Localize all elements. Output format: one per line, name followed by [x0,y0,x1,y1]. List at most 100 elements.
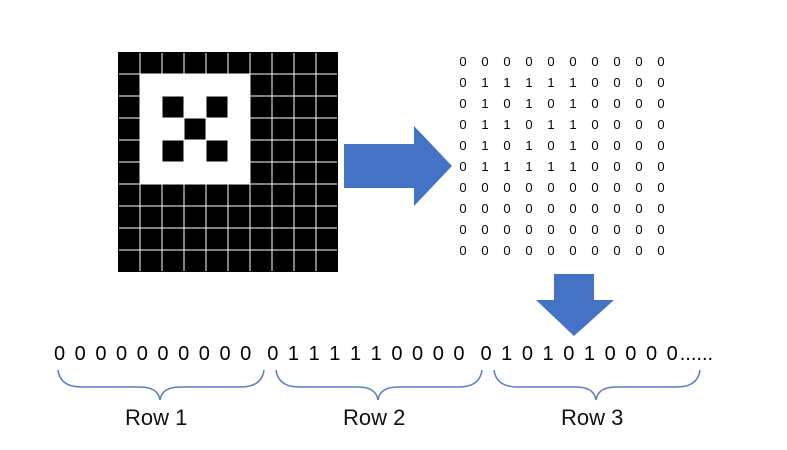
matrix-cell: 0 [591,201,599,216]
matrix-cell: 0 [503,96,511,111]
matrix-cell: 0 [635,222,643,237]
matrix-cell: 0 [525,201,533,216]
matrix-cell: 0 [613,75,621,90]
matrix-cell: 0 [459,75,467,90]
matrix-cell: 0 [503,243,511,258]
matrix-cell: 0 [613,54,621,69]
matrix-cell: 1 [525,159,533,174]
matrix-cell: 1 [547,159,555,174]
matrix-cell: 0 [525,243,533,258]
matrix-cell: 0 [591,138,599,153]
row2-brace [275,369,483,401]
matrix-cell: 0 [613,96,621,111]
matrix-cell: 0 [657,201,665,216]
matrix-cell: 0 [569,180,577,195]
matrix-cell: 0 [591,243,599,258]
matrix-cell: 0 [657,222,665,237]
matrix-cell: 1 [525,138,533,153]
matrix-cell: 1 [503,117,511,132]
matrix-cell: 0 [613,138,621,153]
matrix-cell: 1 [569,75,577,90]
matrix-cell: 0 [459,180,467,195]
matrix-cell: 0 [503,180,511,195]
matrix-cell: 0 [525,117,533,132]
matrix-cell: 0 [591,117,599,132]
pixel-grid-border [118,52,338,272]
matrix-cell: 1 [481,75,489,90]
matrix-cell: 0 [547,138,555,153]
matrix-cell: 0 [525,222,533,237]
matrix-cell: 0 [613,201,621,216]
matrix-cell: 0 [459,117,467,132]
matrix-cell: 0 [569,201,577,216]
pixel-image-grid [118,52,338,272]
matrix-cell: 1 [569,117,577,132]
pixel-cell [315,249,338,272]
continuation-ellipsis: ...... [679,343,714,365]
matrix-cell: 1 [569,96,577,111]
matrix-cell: 0 [591,159,599,174]
matrix-cell: 0 [481,222,489,237]
matrix-cell: 1 [481,159,489,174]
right-arrow-icon [344,126,452,206]
matrix-cell: 0 [481,243,489,258]
matrix-cell: 1 [503,75,511,90]
matrix-cell: 1 [547,75,555,90]
matrix-cell: 0 [569,54,577,69]
row2-label: Row 2 [343,405,406,430]
matrix-cell: 0 [613,222,621,237]
matrix-cell: 0 [503,54,511,69]
matrix-cell: 0 [635,201,643,216]
matrix-cell: 0 [635,96,643,111]
matrix-cell: 0 [613,159,621,174]
matrix-cell: 0 [635,159,643,174]
matrix-cell: 0 [459,201,467,216]
down-arrow-shape [536,274,614,336]
matrix-cell: 0 [525,180,533,195]
row1-label: Row 1 [125,405,188,430]
matrix-cell: 0 [613,243,621,258]
matrix-cell: 1 [525,75,533,90]
matrix-cell: 0 [635,117,643,132]
matrix-cell: 0 [591,222,599,237]
matrix-cell: 0 [635,138,643,153]
matrix-cell: 0 [547,201,555,216]
matrix-cell: 1 [503,159,511,174]
matrix-cell: 1 [569,159,577,174]
matrix-cell: 0 [591,96,599,111]
matrix-cell: 0 [547,96,555,111]
matrix-cell: 0 [657,138,665,153]
row1-digits: 0 0 0 0 0 0 0 0 0 0 [54,343,254,365]
matrix-cell: 0 [547,243,555,258]
matrix-cell: 0 [657,54,665,69]
matrix-cell: 0 [657,159,665,174]
matrix-cell: 0 [657,96,665,111]
matrix-cell: 0 [459,243,467,258]
matrix-cell: 1 [547,117,555,132]
matrix-cell: 0 [547,54,555,69]
matrix-cell: 0 [657,243,665,258]
row3-brace [493,369,701,401]
matrix-cell: 0 [569,222,577,237]
matrix-cell: 0 [481,180,489,195]
matrix-cell: 1 [569,138,577,153]
matrix-cell: 0 [591,180,599,195]
matrix-cell: 0 [459,54,467,69]
matrix-cell: 0 [591,54,599,69]
matrix-cell: 0 [635,243,643,258]
row3-digits: 0 1 0 1 0 1 0 0 0 0 [480,343,680,365]
matrix-cell: 0 [459,96,467,111]
matrix-cell: 0 [503,222,511,237]
matrix-cell: 0 [503,201,511,216]
matrix-cell: 0 [613,117,621,132]
row1-brace [57,369,265,401]
flattened-binary-sequence: 0 0 0 0 0 0 0 0 0 0 0 1 1 1 1 1 0 0 0 0 0 … [54,343,713,366]
matrix-cell: 0 [657,117,665,132]
matrix-cell: 1 [525,96,533,111]
matrix-cell: 1 [481,96,489,111]
matrix-cell: 0 [657,180,665,195]
row2-digits: 0 1 1 1 1 1 0 0 0 0 [267,343,467,365]
matrix-cell: 0 [459,138,467,153]
